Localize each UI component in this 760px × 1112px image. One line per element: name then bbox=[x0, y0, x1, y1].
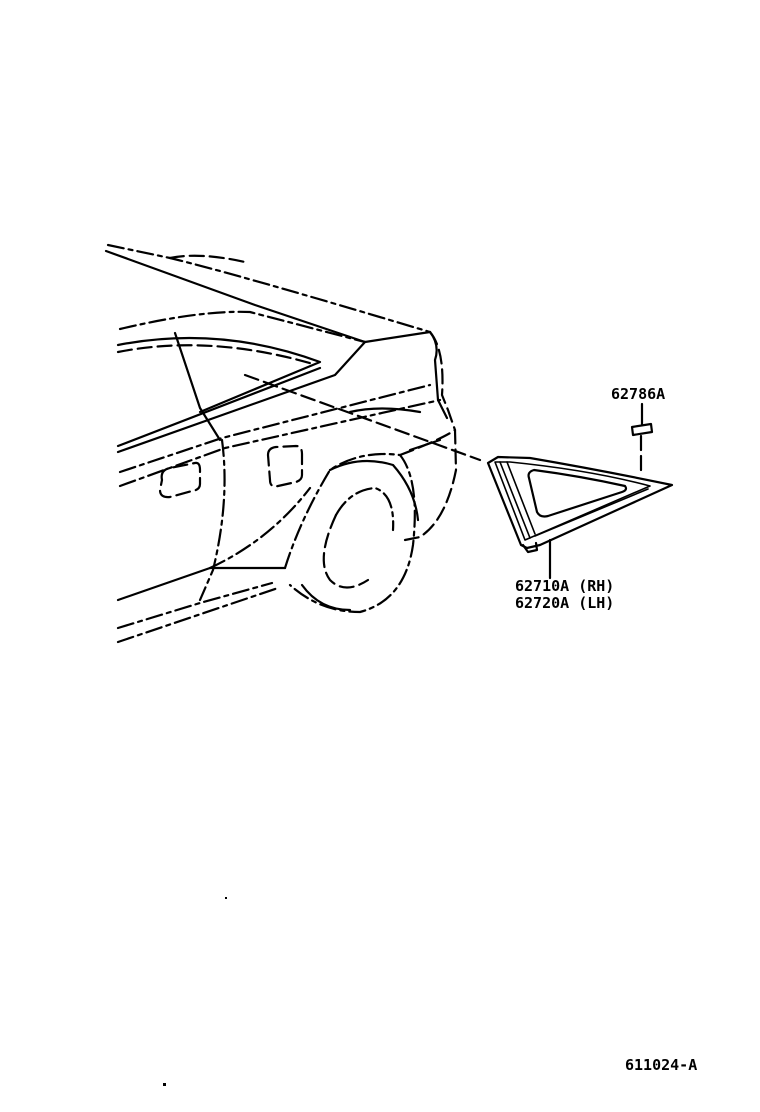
clip-part-number-label: 62786A bbox=[611, 385, 666, 403]
glass-rh-part-number-label: 62710A (RH) bbox=[515, 577, 615, 595]
car-body-illustration bbox=[104, 243, 482, 644]
glass-lh-part-number-label: 62720A (LH) bbox=[515, 594, 615, 612]
quarter-glass-part bbox=[486, 455, 674, 554]
clip-part bbox=[630, 402, 654, 474]
figure-id-label: 611024-A bbox=[625, 1056, 698, 1074]
